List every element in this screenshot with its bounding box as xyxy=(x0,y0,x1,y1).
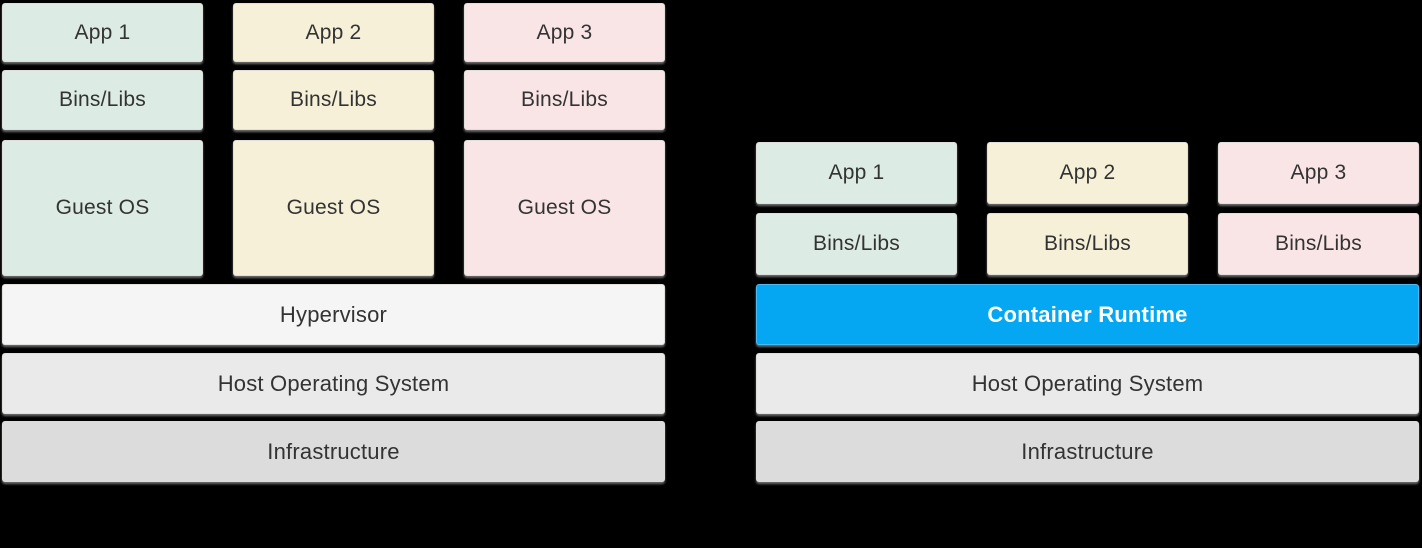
container-bins-libs-box: Bins/Libs xyxy=(756,213,957,275)
container-app1-box: App 1 xyxy=(756,142,957,204)
hypervisor-layer: Hypervisor xyxy=(2,284,665,345)
infrastructure-layer: Infrastructure xyxy=(756,421,1419,482)
container-stack: App 1 App 2 App 3 Bins/Libs Bins/Libs Bi… xyxy=(756,142,1419,483)
infrastructure-layer: Infrastructure xyxy=(2,421,665,482)
vm-app2-box: App 2 xyxy=(233,3,434,62)
vm-app3-box: App 3 xyxy=(464,3,665,62)
vm-bins-libs-box: Bins/Libs xyxy=(464,70,665,130)
host-os-layer: Host Operating System xyxy=(2,353,665,414)
vm-guest-os-box: Guest OS xyxy=(2,140,203,276)
container-app2-box: App 2 xyxy=(987,142,1188,204)
container-bins-libs-box: Bins/Libs xyxy=(987,213,1188,275)
container-app3-box: App 3 xyxy=(1218,142,1419,204)
vm-guest-os-box: Guest OS xyxy=(464,140,665,276)
vm-app1-box: App 1 xyxy=(2,3,203,62)
vm-bins-libs-box: Bins/Libs xyxy=(233,70,434,130)
container-bins-libs-box: Bins/Libs xyxy=(1218,213,1419,275)
container-runtime-layer: Container Runtime xyxy=(756,284,1419,345)
vm-guest-os-box: Guest OS xyxy=(233,140,434,276)
vm-stack: App 1 App 2 App 3 Bins/Libs Bins/Libs Bi… xyxy=(2,3,665,483)
host-os-layer: Host Operating System xyxy=(756,353,1419,414)
vm-bins-libs-box: Bins/Libs xyxy=(2,70,203,130)
